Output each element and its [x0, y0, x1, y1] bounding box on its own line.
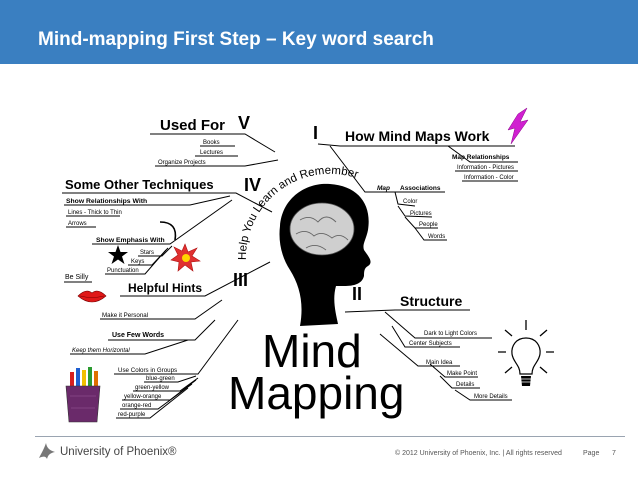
line-red-purple	[116, 387, 189, 419]
line-show-emphasis	[92, 199, 233, 245]
info-pictures: Information - Pictures	[457, 165, 514, 171]
page-label: Page	[583, 450, 600, 457]
line-color	[394, 191, 416, 207]
brain-icon	[289, 202, 355, 256]
color-blue-green: blue-green	[146, 376, 175, 382]
copyright-text: © 2012 University of Phoenix, Inc. | All…	[395, 450, 562, 457]
keep-horizontal-label: Keep them Horizontal	[72, 348, 130, 354]
brain-folds	[295, 216, 349, 251]
numeral-ii: II	[352, 284, 362, 304]
map-relationships-label: Map Relationships	[452, 154, 510, 161]
info-color: Information - Color	[464, 175, 514, 181]
line-more-details	[454, 389, 512, 401]
line-organize	[155, 159, 279, 167]
numeral-iv: IV	[244, 175, 261, 195]
structure-heading: Structure	[400, 293, 462, 309]
map-associations-label: Associations	[400, 185, 441, 192]
big-title-mapping: Mapping	[228, 367, 404, 419]
relationship-arrows: Arrows	[68, 221, 87, 227]
structure-center-subjects: Center Subjects	[409, 341, 452, 347]
color-red-purple: red-purple	[118, 412, 146, 418]
map-associations-prefix: Map	[377, 185, 390, 192]
line-center-subjects	[391, 325, 460, 348]
mind-map-diagram: Help You Learn and Remember V IV III I I…	[62, 107, 554, 423]
line-main-idea	[379, 333, 460, 367]
used-for-heading: Used For	[160, 117, 225, 134]
line-map-relationships	[340, 145, 518, 163]
relationship-lines: Lines - Thick to Thin	[68, 210, 122, 216]
used-for-organize: Organize Projects	[158, 160, 206, 166]
line-dark-light	[384, 311, 492, 339]
structure-dark-light: Dark to Light Colors	[424, 331, 477, 337]
line-used-for	[150, 133, 276, 153]
line-keep-horizontal	[70, 339, 189, 355]
other-techniques-heading: Some Other Techniques	[65, 177, 214, 192]
use-few-words-label: Use Few Words	[112, 332, 164, 339]
connector-lines	[62, 133, 518, 419]
used-for-books: Books	[203, 140, 220, 146]
emphasis-stars: Stars	[140, 250, 154, 256]
assoc-people: People	[419, 222, 438, 228]
slide-title: Mind-mapping First Step – Key word searc…	[38, 29, 434, 50]
line-show-relationships	[64, 195, 231, 206]
line-helpful-hints	[120, 261, 271, 297]
line-punctuation	[105, 249, 167, 275]
university-logo-text: University of Phoenix®	[60, 446, 177, 458]
emphasis-punctuation: Punctuation	[107, 268, 139, 274]
line-use-colors	[114, 319, 239, 375]
starburst-icon	[170, 243, 201, 272]
head-illustration	[279, 183, 371, 326]
star-icon	[108, 245, 128, 264]
assoc-pictures: Pictures	[410, 211, 432, 217]
big-title-mind: Mind	[262, 325, 362, 377]
numeral-v: V	[238, 113, 250, 133]
lightbulb-icon	[498, 320, 554, 386]
line-map-associations	[329, 145, 445, 193]
curved-arrow	[159, 221, 177, 241]
structure-more-details: More Details	[474, 394, 508, 400]
color-orange-red: orange-red	[122, 403, 151, 409]
structure-details: Details	[456, 382, 474, 388]
lightning-icon	[507, 107, 529, 145]
numeral-i: I	[313, 123, 318, 143]
used-for-lectures: Lectures	[200, 150, 223, 156]
line-other-techniques	[62, 192, 273, 213]
make-personal-label: Make it Personal	[102, 312, 148, 319]
line-make-personal	[100, 299, 223, 320]
assoc-words: Words	[428, 234, 445, 240]
color-yellow-orange: yellow-orange	[124, 394, 162, 400]
line-pictures	[397, 205, 433, 218]
line-words	[414, 227, 447, 241]
page-number: 7	[612, 450, 616, 457]
title-bar: Mind-mapping First Step – Key word searc…	[0, 0, 638, 64]
phoenix-logo-icon	[39, 443, 55, 459]
line-stars	[138, 245, 173, 257]
line-blue-green	[144, 375, 197, 383]
lips-icon	[77, 290, 107, 303]
line-make-point	[429, 363, 478, 378]
structure-main-idea: Main Idea	[426, 360, 453, 366]
use-colors-label: Use Colors in Groups	[118, 367, 177, 374]
structure-make-point: Make Point	[447, 371, 477, 377]
be-silly-label: Be Silly	[65, 274, 89, 281]
line-structure	[344, 309, 470, 313]
show-emphasis-label: Show Emphasis With	[96, 237, 165, 244]
line-few-words	[108, 319, 216, 341]
line-orange-red	[120, 383, 193, 410]
footer-rule	[35, 436, 625, 437]
emphasis-keys: Keys	[131, 259, 144, 265]
assoc-color: Color	[403, 199, 417, 205]
numeral-iii: III	[233, 270, 248, 290]
crayon-cup-icon	[65, 367, 101, 423]
show-relationships-label: Show Relationships With	[66, 198, 147, 205]
line-details	[439, 375, 480, 389]
color-green-yellow: green-yellow	[135, 385, 170, 391]
helpful-hints-heading: Helpful Hints	[128, 281, 202, 295]
line-green-yellow	[133, 377, 199, 392]
how-mind-maps-heading: How Mind Maps Work	[345, 128, 490, 144]
